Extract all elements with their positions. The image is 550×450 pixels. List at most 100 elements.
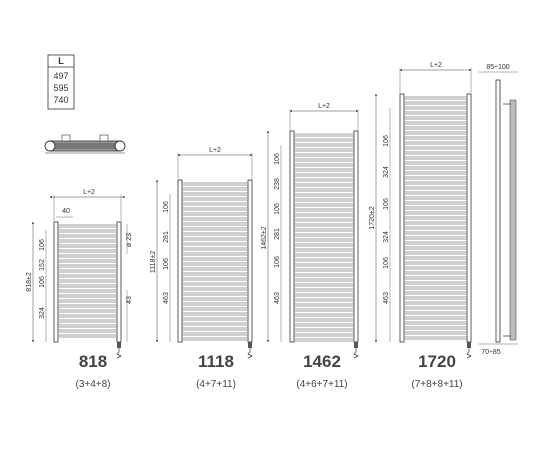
rail-bar [293, 308, 355, 312]
rail-bar [293, 153, 355, 157]
model-number-1462: 1462 [303, 352, 341, 371]
height-label-1720: 1720±2 [369, 206, 376, 229]
rail-bar [57, 254, 118, 258]
section-1720-5: 106 [383, 257, 390, 269]
model-config-818: (3+4+8) [75, 379, 110, 390]
rail-bar [181, 292, 249, 296]
rail-bar [403, 306, 468, 310]
section-818-4: 324 [39, 307, 46, 319]
rail-bar [293, 138, 355, 142]
rail-bar [293, 323, 355, 327]
rail-bar [181, 312, 249, 316]
section-1462-4: 281 [274, 228, 281, 240]
rail-bar [181, 257, 249, 261]
rail-bar [403, 96, 468, 100]
rail-bar [293, 313, 355, 317]
rail-bar [57, 259, 118, 263]
rail-bar [403, 136, 468, 140]
section-1720-4: 324 [383, 231, 390, 243]
rail-bar [403, 246, 468, 250]
side-view-drawing: 85÷100 70÷85 [478, 64, 518, 356]
model-number-1118: 1118 [198, 352, 234, 371]
rail-bar [403, 191, 468, 195]
rail-bar [57, 269, 118, 273]
rail-bar [403, 271, 468, 275]
section-1720-6: 463 [383, 292, 390, 304]
rail-bar [403, 116, 468, 120]
size-value-3: 740 [53, 95, 68, 105]
height-label-1118: 1118±2 [150, 251, 157, 273]
rail-bar [293, 223, 355, 227]
rail-bar [293, 258, 355, 262]
rail-bar [403, 331, 468, 335]
rail-bar [403, 301, 468, 305]
rail-bar [57, 294, 118, 298]
rail-bar [57, 284, 118, 288]
section-1462-2: 238 [274, 178, 281, 190]
rail-bar [181, 227, 249, 231]
rail-bar [403, 251, 468, 255]
rail-bar [181, 262, 249, 266]
bars-1720 [403, 96, 468, 340]
section-1118-1: 106 [163, 201, 170, 213]
pitch-label-818: 40 [62, 208, 70, 215]
rail-bar [403, 111, 468, 115]
rail-bar [57, 299, 118, 303]
width-label-1462: L+2 [318, 103, 330, 110]
rail-bar [57, 274, 118, 278]
rail-bar [293, 283, 355, 287]
rail-bar [403, 256, 468, 260]
size-value-2: 595 [53, 83, 68, 93]
rail-bar [403, 186, 468, 190]
rail-bar [293, 273, 355, 277]
rail-bar [181, 287, 249, 291]
section-1462-1: 106 [274, 153, 281, 165]
height-label-1462: 1462±2 [261, 226, 268, 249]
section-1118-3: 106 [163, 258, 170, 270]
radiator-1720: L+2 1720±2 106 324 106 324 106 463 1720 … [369, 62, 472, 390]
rail-bar [403, 141, 468, 145]
rail-bar [403, 181, 468, 185]
rail-bar [181, 267, 249, 271]
rail-bar [293, 243, 355, 247]
section-818-1: 106 [39, 239, 46, 251]
rail-bar [403, 171, 468, 175]
depth-bottom-label: 70÷85 [481, 349, 501, 356]
rail-bar [181, 207, 249, 211]
rail-bar [403, 196, 468, 200]
rail-bar [403, 266, 468, 270]
rail-bar [403, 291, 468, 295]
rail-bar [403, 126, 468, 130]
section-1462-3: 106 [274, 203, 281, 215]
rail-bar [57, 224, 118, 228]
radiator-1118: L+2 1118±2 106 281 106 463 1118 (4+7+11) [150, 147, 253, 390]
rail-bar [293, 173, 355, 177]
rail-bar [293, 228, 355, 232]
rail-bar [293, 338, 355, 342]
rail-bar [293, 248, 355, 252]
rail-bar [181, 307, 249, 311]
rail-bar [57, 234, 118, 238]
rail-bar [293, 178, 355, 182]
rail-bar [403, 221, 468, 225]
bars-1118 [181, 182, 249, 341]
rail-bar [403, 261, 468, 265]
rail-bar [181, 187, 249, 191]
radiator-818: L+2 40 818±2 106 152 106 324 ø 23 43 818… [26, 189, 133, 390]
rail-bar [181, 232, 249, 236]
size-table: L 497 595 740 [47, 54, 75, 110]
bars-818 [57, 224, 118, 338]
model-number-1720: 1720 [418, 352, 456, 371]
rail-bar [293, 193, 355, 197]
connection-label-818: 43 [126, 296, 133, 304]
rail-bar [57, 229, 118, 233]
pipe-diameter-label-818: ø 23 [126, 233, 133, 247]
rail-bar [403, 151, 468, 155]
rail-bar [403, 316, 468, 320]
rail-bar [403, 296, 468, 300]
rail-bar [57, 279, 118, 283]
rail-bar [181, 212, 249, 216]
rail-bar [403, 211, 468, 215]
width-label-1720: L+2 [430, 62, 442, 69]
